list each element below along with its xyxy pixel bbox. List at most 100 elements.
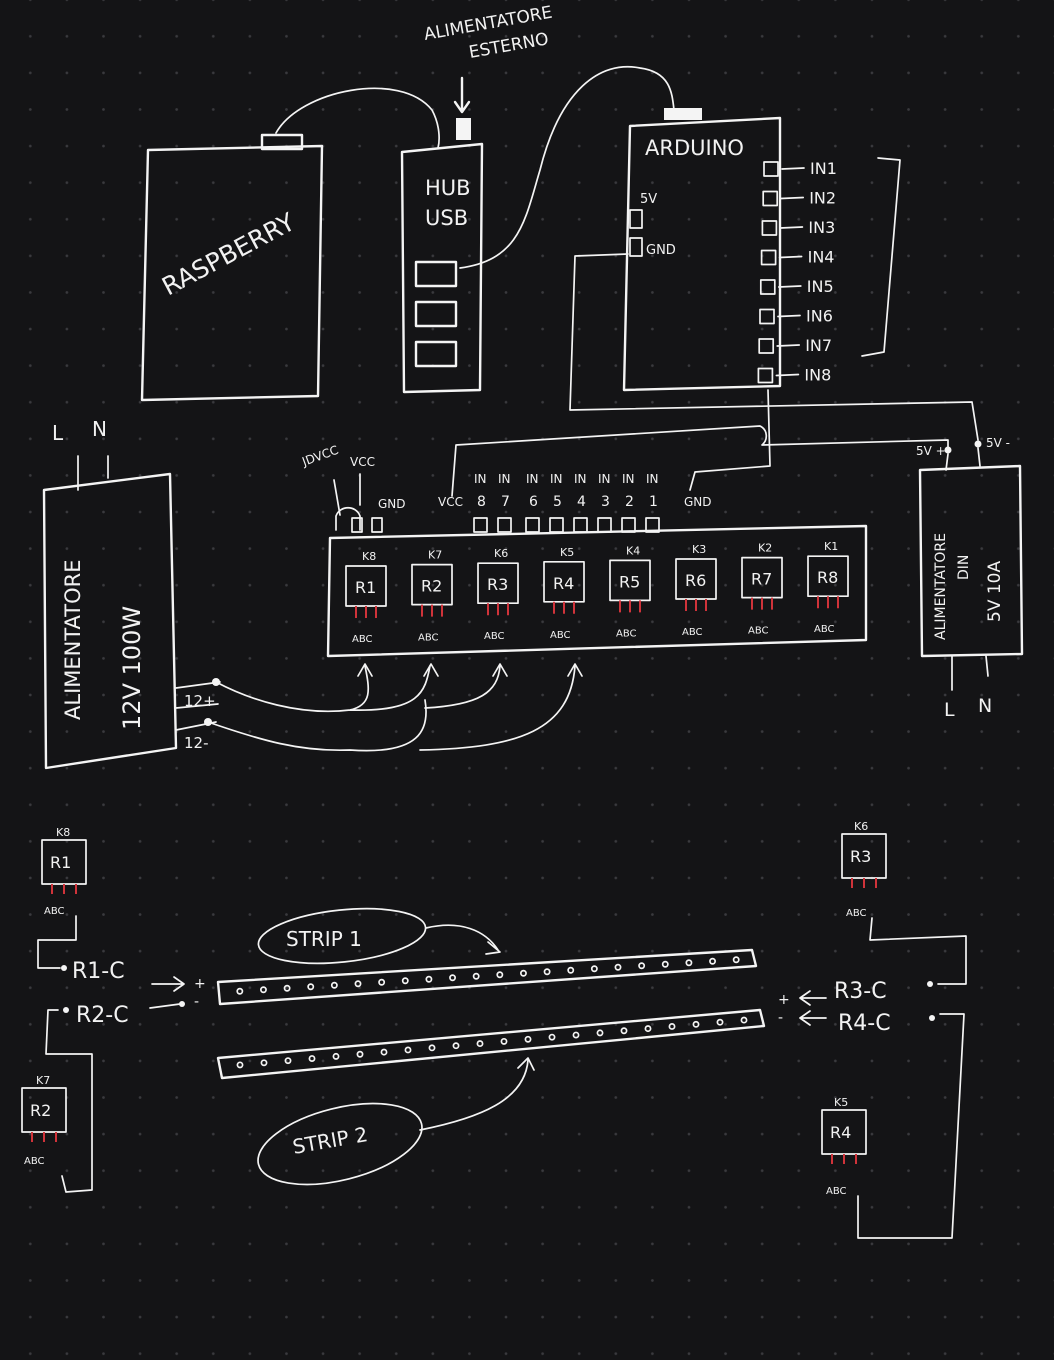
strip-2-callout: STRIP 2 [257,1057,535,1186]
led-dot [404,1046,412,1054]
arduino-pin-lead [776,344,801,347]
arduino-pin-lead [779,226,804,229]
bottom-r1-k: K8 [56,826,70,839]
psu12-mains-n: N [92,417,107,441]
arduino-pin-label: IN3 [808,218,835,237]
led-dot [378,978,386,986]
psu5-title: ALIMENTATORE [933,533,949,640]
bottom-relay-r2: K7 R2 ABC [21,1074,67,1167]
relay-pin-number: 4 [577,494,586,510]
arduino-pin-label: IN8 [804,366,831,385]
led-strip-1 [216,948,758,1006]
relay-terminals: ABC [550,630,571,641]
bottom-relay-r3: K6 R3 ABC [841,820,887,919]
cable-raspberry-hub [275,87,440,149]
arduino-pin-label: IN1 [810,159,837,178]
relay-pin-label: VCC [438,495,463,509]
bottom-r2-k: K7 [36,1074,50,1087]
led-dot [644,1025,652,1033]
relay-jdvcc-label: JDVCC [299,443,340,469]
relay-pin-label: IN [526,472,539,486]
bottom-r4-r: R4 [830,1123,851,1142]
arduino-pin [763,161,779,177]
relay-pin-number: 7 [501,494,510,510]
relay-vcc-label: VCC [350,455,375,469]
wire-arduino-gnd [569,253,979,441]
wire-arduino-5v [689,389,771,491]
relay-pin-number: 5 [553,494,562,510]
psu5-mains-n: N [978,695,992,717]
led-dot [732,956,740,964]
arduino-pin-label: IN7 [805,336,832,355]
relay-pin-number: 2 [625,494,634,510]
strip-1-callout: STRIP 1 [257,907,501,965]
raspberry-pi: RASPBERRY [140,133,324,402]
relay-k-label: K8 [362,550,376,563]
arduino-pin-label: IN5 [807,277,834,296]
hub-label-2: USB [425,206,468,230]
relay-leads [619,600,641,613]
bottom-r1-r: R1 [50,853,71,872]
led-strip-2 [216,1008,766,1080]
arduino-pin-lead [775,373,800,377]
led-dot [354,980,362,988]
usb-hub: HUB USB [400,142,484,394]
relay-r-label: R8 [817,568,838,587]
arduino-pin-label: IN4 [808,248,835,267]
led-dot [260,986,267,994]
led-dot [567,966,575,974]
bottom-r2-abc: ABC [24,1156,45,1167]
psu12-mains-l: L [52,421,64,445]
led-dot [330,981,338,989]
led-dot [332,1052,340,1060]
psu5-rating: 5V 10A [985,561,1005,622]
strip-right-plus: + [778,992,790,1008]
led-dot [496,971,504,979]
led-dot [425,975,433,983]
relay-input-pin [497,517,512,533]
led-dot [380,1048,388,1056]
led-dot [283,984,291,992]
strip1-label: STRIP 1 [286,927,362,951]
strip1-left-minus: - [194,994,199,1010]
led-dot [543,968,551,976]
arduino-pin [762,190,779,207]
bottom-r3-abc: ABC [846,908,867,919]
psu5-minus-label: 5V - [986,436,1010,450]
relay-r-label: R1 [355,578,376,597]
relay-terminals: ABC [814,624,835,635]
psu5-subtitle: DIN [956,555,972,580]
bottom-r4-abc: ABC [826,1186,847,1197]
arduino-pin-lead [777,285,802,288]
arduino-pin [759,279,776,295]
wire-r2-c [45,1009,93,1193]
relay-leads [751,597,773,610]
bottom-r1-abc: ABC [44,906,65,917]
relay-pin-label: IN [498,472,511,486]
bottom-r4-k: K5 [834,1096,848,1109]
psu5-plus-label: 5V + [916,444,946,458]
relay-pin-label: IN [550,472,563,486]
led-dot [709,957,716,965]
led-dot [548,1033,556,1041]
led-dot [692,1020,700,1028]
relay-terminals: ABC [748,626,769,637]
arduino-pin-lead [781,167,805,170]
relay-k-label: K5 [560,546,574,559]
strip-connection-arrows: + - + - [149,976,827,1026]
relay-channels: K8R1ABCK7R2ABCK6R3ABCK5R4ABCK4R5ABCK3R6A… [345,540,849,645]
relay-pin-label: IN [646,472,659,486]
led-dot [452,1042,460,1050]
relay-leads [487,603,509,616]
relay-pin-label: IN [574,472,587,486]
relay-input-pin [573,517,588,533]
cable-hub-arduino [459,66,675,269]
relay-input-pin [621,517,636,533]
relay-k-label: K7 [428,549,442,562]
